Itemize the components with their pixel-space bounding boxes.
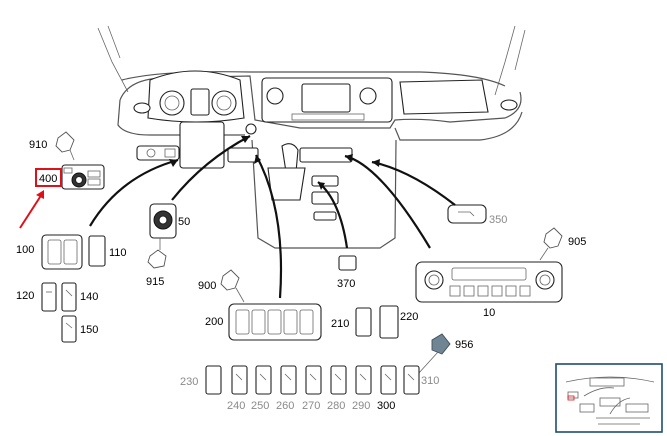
part-310	[403, 365, 420, 395]
bottom-switch-row	[205, 365, 420, 395]
label-220: 220	[400, 311, 418, 323]
label-230: 230	[180, 376, 198, 388]
part-350	[447, 204, 487, 224]
part-900-connector	[220, 269, 245, 303]
label-956: 956	[455, 339, 473, 351]
arrow-10-to-dash	[344, 154, 431, 249]
part-910-connector	[55, 131, 75, 161]
part-10-climate-panel	[415, 261, 563, 303]
part-labels: 910 400 100 110 120 140 150 50 915 900 2…	[16, 139, 586, 412]
arrow-100-to-dash	[89, 158, 179, 227]
part-50-rotary	[149, 203, 177, 239]
overview-thumbnail[interactable]	[555, 363, 663, 433]
label-10: 10	[483, 307, 495, 319]
label-110: 110	[109, 247, 127, 259]
label-915: 915	[146, 276, 164, 288]
label-290: 290	[352, 400, 370, 412]
highlight-400	[19, 168, 62, 229]
label-210: 210	[331, 318, 349, 330]
part-290	[355, 365, 372, 395]
label-905: 905	[568, 236, 586, 248]
part-270	[305, 365, 322, 395]
part-905-connector	[539, 227, 563, 261]
part-260	[280, 365, 297, 395]
part-956-connector	[417, 333, 451, 375]
part-250	[255, 365, 272, 395]
label-370: 370	[337, 278, 355, 290]
part-140	[61, 282, 77, 312]
label-100: 100	[16, 244, 34, 256]
callout-arrows	[89, 135, 456, 299]
part-280	[330, 365, 347, 395]
arrow-200-to-dash	[255, 154, 283, 299]
highlight-arrow	[19, 193, 43, 229]
part-100	[41, 234, 83, 270]
part-200-switch-bank	[228, 303, 322, 341]
arrowhead-350	[372, 159, 380, 167]
highlight-arrowhead	[36, 190, 44, 199]
part-210	[355, 307, 372, 337]
arrowhead-10	[345, 154, 353, 162]
label-400[interactable]: 400	[39, 173, 57, 185]
arrowhead-370	[318, 182, 325, 190]
label-270: 270	[302, 400, 320, 412]
arrow-50-to-dash	[171, 135, 251, 201]
part-370	[338, 255, 357, 271]
part-230	[205, 365, 222, 395]
part-110	[88, 235, 106, 267]
label-350: 350	[489, 214, 507, 226]
label-900: 900	[198, 280, 216, 292]
part-400-switch	[61, 164, 105, 190]
label-250: 250	[251, 400, 269, 412]
dashboard-outline	[97, 25, 526, 249]
arrowhead-200	[254, 155, 261, 164]
arrowhead-100	[169, 159, 178, 167]
arrow-350-to-dash	[371, 160, 456, 206]
part-915-connector	[147, 238, 167, 269]
label-280: 280	[327, 400, 345, 412]
label-300: 300	[377, 400, 395, 412]
label-150: 150	[80, 324, 98, 336]
label-200: 200	[205, 316, 223, 328]
arrowhead-50	[241, 136, 250, 143]
part-300	[380, 365, 397, 395]
label-50: 50	[178, 216, 190, 228]
part-220	[379, 305, 399, 339]
label-120: 120	[16, 290, 34, 302]
label-910: 910	[29, 139, 47, 151]
part-120	[41, 282, 57, 312]
part-150	[61, 315, 77, 343]
part-240	[231, 365, 248, 395]
label-260: 260	[276, 400, 294, 412]
label-240: 240	[227, 400, 245, 412]
label-310: 310	[421, 375, 439, 387]
label-140: 140	[80, 291, 98, 303]
highlight-box	[35, 168, 62, 187]
